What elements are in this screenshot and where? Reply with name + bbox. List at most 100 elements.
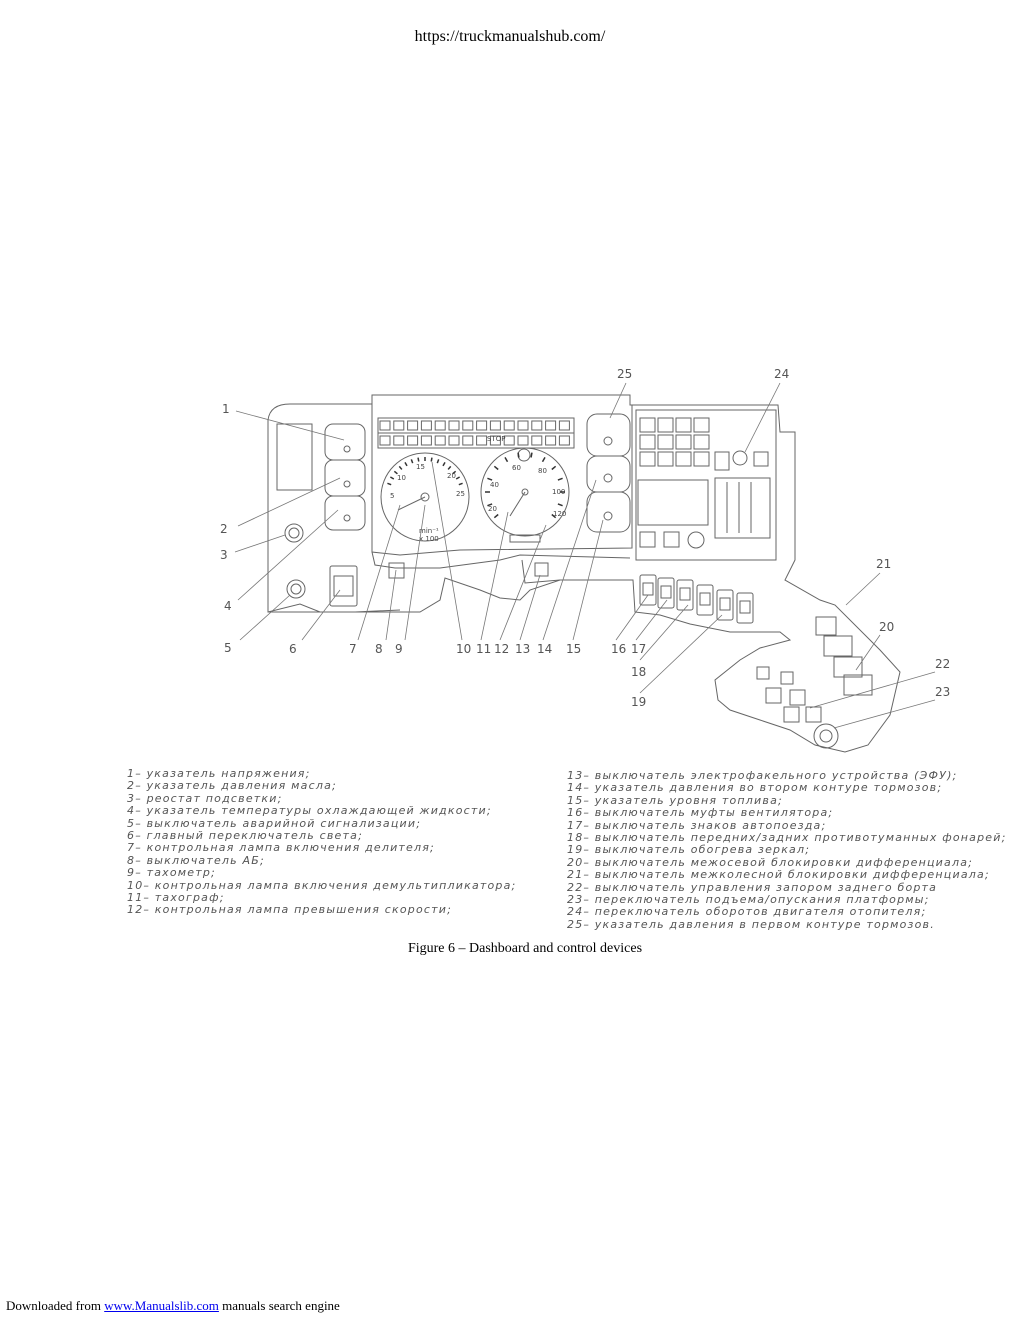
console-button	[639, 451, 656, 467]
warning-lamp	[407, 435, 419, 446]
brake-pressure-gauge-1	[586, 413, 631, 457]
warning-lamp	[379, 420, 391, 431]
tacho-tick	[417, 457, 420, 462]
speedo-tick	[487, 477, 493, 481]
speedo-tick	[517, 452, 520, 458]
callout-4: 4	[224, 599, 232, 613]
legend-item: 25– указатель давления в первом контуре …	[567, 917, 935, 931]
rocker-switch	[657, 577, 675, 609]
main-light-switch	[329, 565, 358, 607]
legend-item: 23– переключатель подъема/опускания плат…	[567, 893, 930, 907]
warning-lamp	[434, 435, 446, 446]
callout-24: 24	[774, 367, 789, 381]
voltage-gauge	[324, 423, 366, 461]
warning-lamp	[503, 435, 515, 446]
legend-item: 18– выключатель передних/задних противот…	[567, 831, 1007, 845]
warning-lamp	[489, 420, 501, 431]
speedo-tick	[541, 456, 546, 463]
warning-lamp	[448, 420, 460, 431]
legend-item: 7– контрольная лампа включения делителя;	[127, 841, 435, 855]
switch-row	[639, 574, 754, 624]
callout-22: 22	[935, 657, 950, 671]
battery-switch	[388, 562, 405, 579]
tacho-number: 20	[447, 472, 456, 480]
callout-8: 8	[375, 642, 383, 656]
legend-left: 1– указатель напряжения; 2– указатель да…	[127, 767, 517, 917]
callout-10: 10	[456, 642, 471, 656]
legend-item: 4– указатель температуры охлаждающей жид…	[127, 804, 492, 818]
warning-lamp	[462, 435, 474, 446]
legend-item: 5– выключатель аварийной сигнализации;	[127, 816, 422, 830]
warning-lamp	[462, 420, 474, 431]
legend-item: 6– главный переключатель света;	[127, 829, 363, 843]
callout-14: 14	[537, 642, 552, 656]
warning-lamp	[517, 435, 529, 446]
warning-lamp	[503, 420, 515, 431]
legend-item: 2– указатель давления масла;	[127, 779, 337, 793]
tacho-number: 15	[416, 463, 425, 471]
warning-lamp	[517, 420, 529, 431]
console-button	[657, 451, 674, 467]
callout-23: 23	[935, 685, 950, 699]
diff-lock-switch-20	[833, 656, 863, 678]
tacho-tick	[455, 476, 461, 480]
tacho-tick	[442, 461, 446, 467]
console-button	[657, 434, 674, 450]
callout-18: 18	[631, 665, 646, 679]
tacho-tick	[436, 459, 440, 464]
legend-item: 10– контрольная лампа включения демульти…	[127, 878, 517, 892]
console-button	[675, 434, 692, 450]
callout-11: 11	[476, 642, 491, 656]
speedo-tick	[487, 503, 493, 507]
legend-item: 15– указатель уровня топлива;	[567, 793, 783, 807]
legend-right: 13– выключатель электрофакельного устрой…	[567, 769, 1007, 931]
legend-item: 17– выключатель знаков автопоезда;	[567, 818, 827, 832]
legend-item: 22– выключатель управления запором задне…	[567, 880, 938, 894]
legend-item: 24– переключатель оборотов двигателя ото…	[567, 905, 927, 919]
tacho-tick	[458, 482, 463, 486]
stop-lamp-label: STOP	[487, 435, 505, 443]
warning-lamp	[393, 435, 405, 446]
warning-lamp	[393, 420, 405, 431]
warning-lamp	[558, 435, 570, 446]
console-button	[693, 417, 710, 433]
tacho-number: 25	[456, 490, 465, 498]
tacho-tick	[404, 461, 408, 467]
callout-21: 21	[876, 557, 891, 571]
callout-15: 15	[566, 642, 581, 656]
platform-switches	[756, 666, 822, 723]
console-button	[693, 434, 710, 450]
speedo-tick	[551, 465, 557, 471]
hazard-button	[286, 579, 306, 599]
callout-7: 7	[349, 642, 357, 656]
tacho-tick	[393, 470, 398, 475]
legend-item: 19– выключатель обогрева зеркал;	[567, 843, 811, 857]
dashboard-outline	[267, 394, 901, 753]
manualslib-link[interactable]: www.Manualslib.com	[104, 1298, 219, 1313]
left-panel-window	[276, 423, 313, 491]
platform-lift-knob	[813, 723, 839, 749]
warning-lamp	[420, 435, 432, 446]
figure-caption: Figure 6 – Dashboard and control devices	[407, 941, 643, 956]
legend-item: 16– выключатель муфты вентилятора;	[567, 806, 834, 820]
fuel-level-gauge	[586, 491, 631, 533]
callout-1: 1	[222, 402, 230, 416]
tacho-tick	[452, 470, 457, 475]
footer-suffix: manuals search engine	[222, 1298, 340, 1313]
legend-item: 21– выключатель межколесной блокировки д…	[567, 868, 990, 882]
tacho-tick	[447, 465, 452, 470]
callout-2: 2	[220, 522, 228, 536]
warning-lamp	[476, 420, 488, 431]
warning-lamp	[545, 420, 557, 431]
speedo-number: 40	[490, 481, 499, 489]
speedo-tick	[504, 456, 509, 463]
warning-lamp	[407, 420, 419, 431]
tacho-tick	[398, 465, 403, 470]
speedo-number: 60	[512, 464, 521, 472]
footer-prefix: Downloaded from	[6, 1298, 101, 1313]
callout-20: 20	[879, 620, 894, 634]
rocker-switch	[676, 579, 694, 611]
